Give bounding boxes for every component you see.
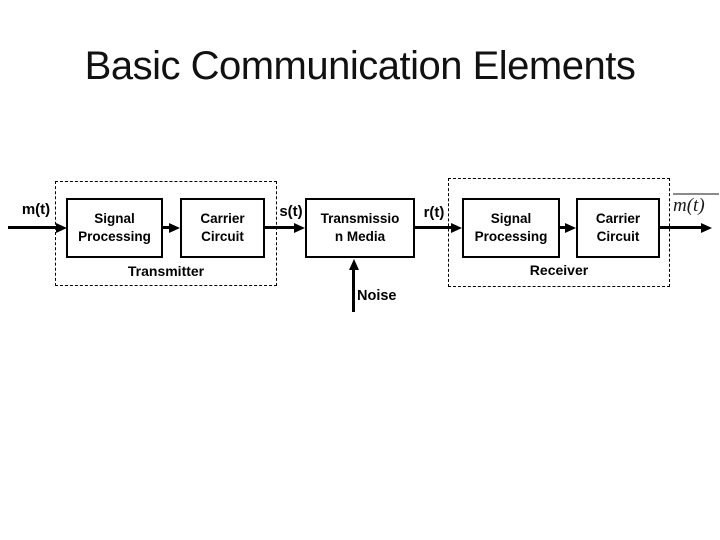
input-signal-label: m(t) bbox=[21, 201, 51, 218]
block-signal-processing-rx: Signal Processing bbox=[462, 198, 560, 258]
block-label: Transmissio n Media bbox=[321, 210, 400, 245]
block-line: Processing bbox=[474, 229, 548, 244]
output-arrow-head bbox=[701, 223, 712, 233]
receiver-group-box: Receiver bbox=[448, 178, 670, 287]
block-carrier-circuit-tx: Carrier Circuit bbox=[180, 198, 265, 258]
arrow-channel-to-sp-head bbox=[451, 223, 462, 233]
signal-r-label: r(t) bbox=[423, 204, 445, 221]
output-signal-label: m(t) bbox=[673, 195, 705, 216]
block-signal-processing-tx: Signal Processing bbox=[66, 198, 163, 258]
block-line: Transmissio bbox=[320, 211, 400, 227]
arrow-sp-to-cc-tx-line bbox=[163, 226, 171, 229]
block-label: Carrier Circuit bbox=[596, 210, 640, 245]
block-line: Carrier bbox=[200, 211, 245, 227]
output-signal-overline bbox=[673, 193, 719, 195]
arrow-channel-to-sp-line bbox=[415, 226, 453, 229]
output-arrow-line bbox=[660, 226, 703, 229]
receiver-group-label: Receiver bbox=[529, 262, 589, 278]
input-arrow-line bbox=[8, 226, 58, 229]
noise-label: Noise bbox=[357, 288, 397, 304]
block-label: Signal Processing bbox=[475, 210, 548, 245]
transmitter-group-box: Transmitter bbox=[55, 181, 277, 286]
block-carrier-circuit-rx: Carrier Circuit bbox=[576, 198, 660, 258]
arrow-cc-to-channel-head bbox=[294, 223, 305, 233]
noise-arrow-line bbox=[352, 268, 355, 312]
block-line: Signal bbox=[94, 211, 135, 227]
noise-arrow-head bbox=[349, 259, 359, 270]
block-line: Signal bbox=[490, 211, 532, 227]
arrow-sp-to-cc-rx-head bbox=[565, 223, 576, 233]
arrow-cc-to-channel-line bbox=[265, 226, 296, 229]
signal-s-label: s(t) bbox=[279, 203, 303, 220]
block-label: Signal Processing bbox=[78, 210, 151, 245]
block-line: Circuit bbox=[596, 229, 640, 244]
block-line: Circuit bbox=[201, 229, 244, 244]
input-arrow-head bbox=[56, 223, 67, 233]
block-transmission-media: Transmissio n Media bbox=[305, 198, 415, 258]
block-line: n Media bbox=[334, 229, 386, 244]
arrow-sp-to-cc-tx-head bbox=[169, 223, 180, 233]
arrow-sp-to-cc-rx-line bbox=[560, 226, 567, 229]
transmitter-group-label: Transmitter bbox=[127, 263, 205, 279]
block-line: Carrier bbox=[595, 211, 641, 227]
block-label: Carrier Circuit bbox=[200, 210, 244, 245]
slide-title: Basic Communication Elements bbox=[84, 44, 636, 88]
block-line: Processing bbox=[78, 229, 151, 244]
